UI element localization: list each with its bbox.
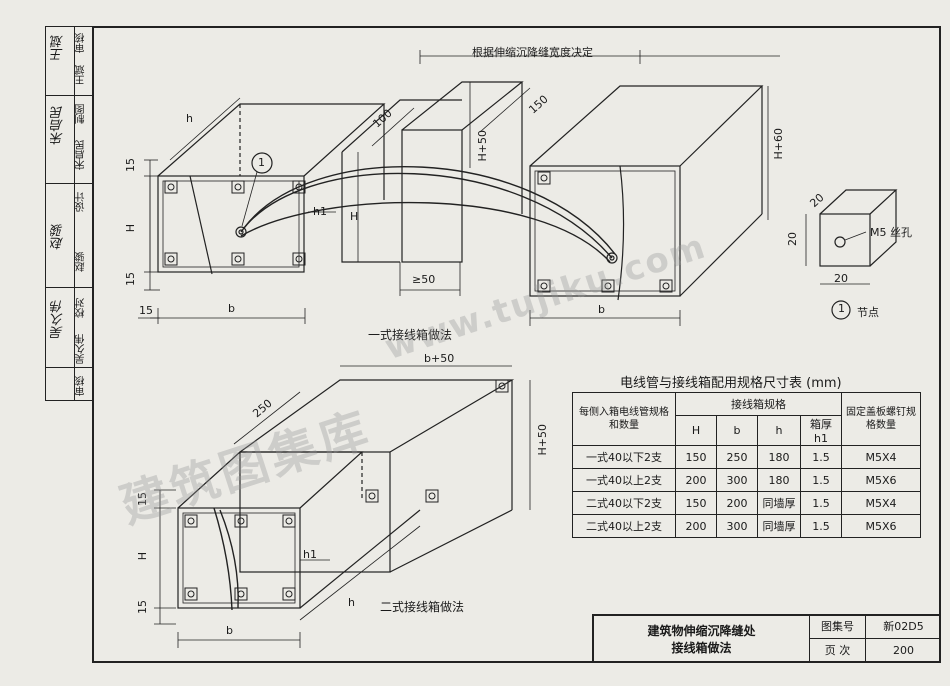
node-label: 节点 [857, 306, 879, 319]
page-number: 200 [893, 644, 914, 657]
cell: M5X6 [841, 468, 921, 492]
dim-15-top: 15 [124, 158, 137, 172]
cell: 180 [757, 468, 801, 492]
callout-circle [251, 152, 273, 174]
title-line-2: 接线箱做法 [671, 641, 732, 655]
dim-15-b-bottom: 15 [136, 600, 149, 614]
atlas-number: 新02D5 [866, 616, 941, 639]
dim-20-bottom: 20 [834, 272, 848, 285]
cell: 200 [716, 491, 758, 515]
cell: 同墙厚 [757, 491, 801, 515]
cell: 180 [757, 445, 801, 469]
dim-h1-bottom: h1 [303, 548, 317, 561]
table-row: 二式40以下2支 150 200 同墙厚 1.5 M5X4 [572, 491, 921, 515]
col-b: b [716, 415, 758, 446]
dim-b-right: b [598, 303, 605, 316]
cell: 1.5 [800, 514, 842, 538]
callout-number: 1 [258, 156, 265, 169]
signoff-row-approve: 审核 [46, 367, 92, 401]
cell: 同墙厚 [757, 514, 801, 538]
cell: 二式40以下2支 [572, 491, 676, 515]
caption-double-box: 二式接线箱做法 [380, 600, 465, 614]
cell: 150 [675, 491, 717, 515]
table-title: 电线管与接线箱配用规格尺寸表 (mm) [620, 376, 842, 391]
cell: 一式40以下2支 [572, 445, 676, 469]
dim-h-bottom: h [348, 596, 355, 609]
cables-top [240, 165, 616, 263]
cell: 1.5 [800, 445, 842, 469]
screw-hole-label: M5 丝孔 [870, 226, 912, 239]
header-screw-spec: 固定盖板螺钉规格数量 [841, 392, 921, 446]
dim-b50: b+50 [424, 352, 455, 365]
cell: 150 [675, 445, 717, 469]
header-box-spec: 接线箱规格 [675, 392, 842, 416]
atlas-label: 图集号 [810, 616, 866, 639]
right-box-top [529, 85, 764, 301]
dim-15-left: 15 [139, 304, 153, 317]
dim-H-bottom: H [136, 552, 149, 561]
signoff-divider [74, 27, 75, 400]
col-h: h [757, 415, 801, 446]
dim-H-left: H [124, 224, 137, 233]
node-detail [805, 189, 898, 320]
col-H: H [675, 415, 717, 446]
top-note: 根据伸缩沉降缝宽度决定 [472, 46, 593, 59]
caption-single-box: 一式接线箱做法 [368, 328, 453, 342]
signoff-row-design: 赵骏 设计 赵骏 [46, 183, 92, 287]
cell: 一式40以上2支 [572, 468, 676, 492]
drawing-title: 建筑物伸缩沉降缝处 接线箱做法 [594, 616, 810, 663]
signoff-column: 王斌 审核 王斌 宋启民 制图 宋启民 赵骏 设计 赵骏 吴久伟 校对 吴久伟 … [45, 26, 92, 401]
bottom-assembly [154, 365, 531, 648]
dim-b-bottom: b [226, 624, 233, 637]
dim-H-middle: H [350, 210, 359, 223]
dim-15-bottom: 15 [124, 272, 137, 286]
cell: 1.5 [800, 468, 842, 492]
title-line-1: 建筑物伸缩沉降缝处 [647, 624, 756, 638]
cell: 1.5 [800, 491, 842, 515]
table-row: 一式40以下2支 150 250 180 1.5 M5X4 [572, 445, 921, 469]
cell: 200 [675, 468, 717, 492]
dim-H50-top: H+50 [476, 130, 489, 162]
node-callout-number: 1 [838, 302, 845, 315]
dim-h-top: h [186, 112, 193, 125]
spec-table: 每侧入箱电线管规格和数量 接线箱规格 固定盖板螺钉规格数量 H b h 箱厚h1… [572, 392, 921, 538]
col-h1: 箱厚h1 [800, 415, 842, 446]
cell: M5X4 [841, 445, 921, 469]
cell: 300 [716, 468, 758, 492]
dim-h1-top: h1 [313, 205, 327, 218]
table-row: 二式40以上2支 200 300 同墙厚 1.5 M5X6 [572, 514, 921, 538]
drawing-frame [92, 26, 941, 663]
cell: M5X6 [841, 514, 921, 538]
cell: 300 [716, 514, 758, 538]
dim-b-left: b [228, 302, 235, 315]
signoff-row-drafting: 宋启民 制图 宋启民 [46, 95, 92, 183]
dim-H60: H+60 [772, 128, 785, 160]
dimension-lines-top [138, 50, 780, 326]
cell: M5X4 [841, 491, 921, 515]
signoff-row-check: 吴久伟 校对 吴久伟 [46, 287, 92, 367]
cell: 250 [716, 445, 758, 469]
page-label: 页 次 [810, 639, 866, 663]
left-box-top [157, 103, 386, 275]
dim-20-side: 20 [786, 232, 799, 246]
cell: 二式40以上2支 [572, 514, 676, 538]
header-pipe-spec: 每侧入箱电线管规格和数量 [572, 392, 676, 446]
table-subheader-row: H b h 箱厚h1 [573, 415, 921, 446]
table-row: 一式40以上2支 200 300 180 1.5 M5X6 [572, 468, 921, 492]
table-header-row: 每侧入箱电线管规格和数量 接线箱规格 固定盖板螺钉规格数量 [572, 392, 921, 446]
middle-sleeve [341, 81, 524, 263]
dim-H50-bottom: H+50 [536, 424, 549, 456]
cell: 200 [675, 514, 717, 538]
title-block: 建筑物伸缩沉降缝处 接线箱做法 图集号 新02D5 页 次 200 [592, 614, 941, 663]
dim-50: ≥50 [412, 273, 436, 286]
